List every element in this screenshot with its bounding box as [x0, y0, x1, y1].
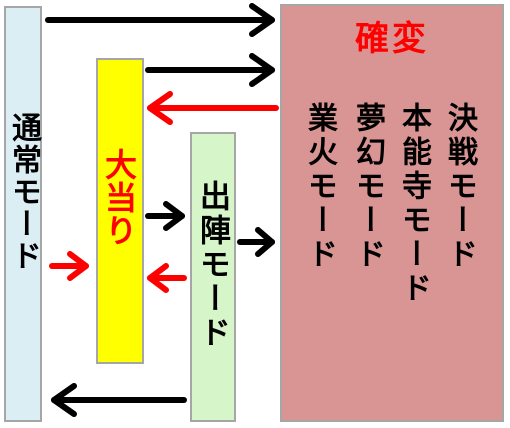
arrow-jackpot-to-kakuhen [145, 53, 275, 87]
kakuhen-box [280, 4, 504, 422]
arrow-sortie-to-kakuhen [237, 227, 275, 257]
normal-mode-box [4, 6, 42, 422]
normal-mode-label: 通常モード [6, 112, 41, 272]
arrow-kakuhen-to-jackpot [147, 91, 279, 125]
arrow-jackpot-to-sortie [145, 201, 185, 231]
sortie-mode-box [190, 132, 236, 422]
arrow-sortie-to-normal [51, 383, 187, 417]
sortie-mode-label: 出陣モード [194, 180, 230, 350]
arrow-sortie-to-jackpot [147, 263, 187, 293]
arrow-normal-to-kakuhen [45, 3, 275, 37]
kakuhen-mode-kessen: 決戦モード [442, 102, 477, 272]
kakuhen-mode-mugen: 夢幻モード [350, 102, 385, 272]
arrow-normal-to-jackpot [49, 251, 89, 281]
jackpot-box [96, 58, 144, 364]
kakuhen-mode-gouka: 業火モード [302, 102, 337, 272]
jackpot-label: 大当り [100, 148, 138, 247]
kakuhen-mode-honnoji: 本能寺モード [396, 102, 431, 306]
kakuhen-title: 確変 [355, 19, 429, 59]
